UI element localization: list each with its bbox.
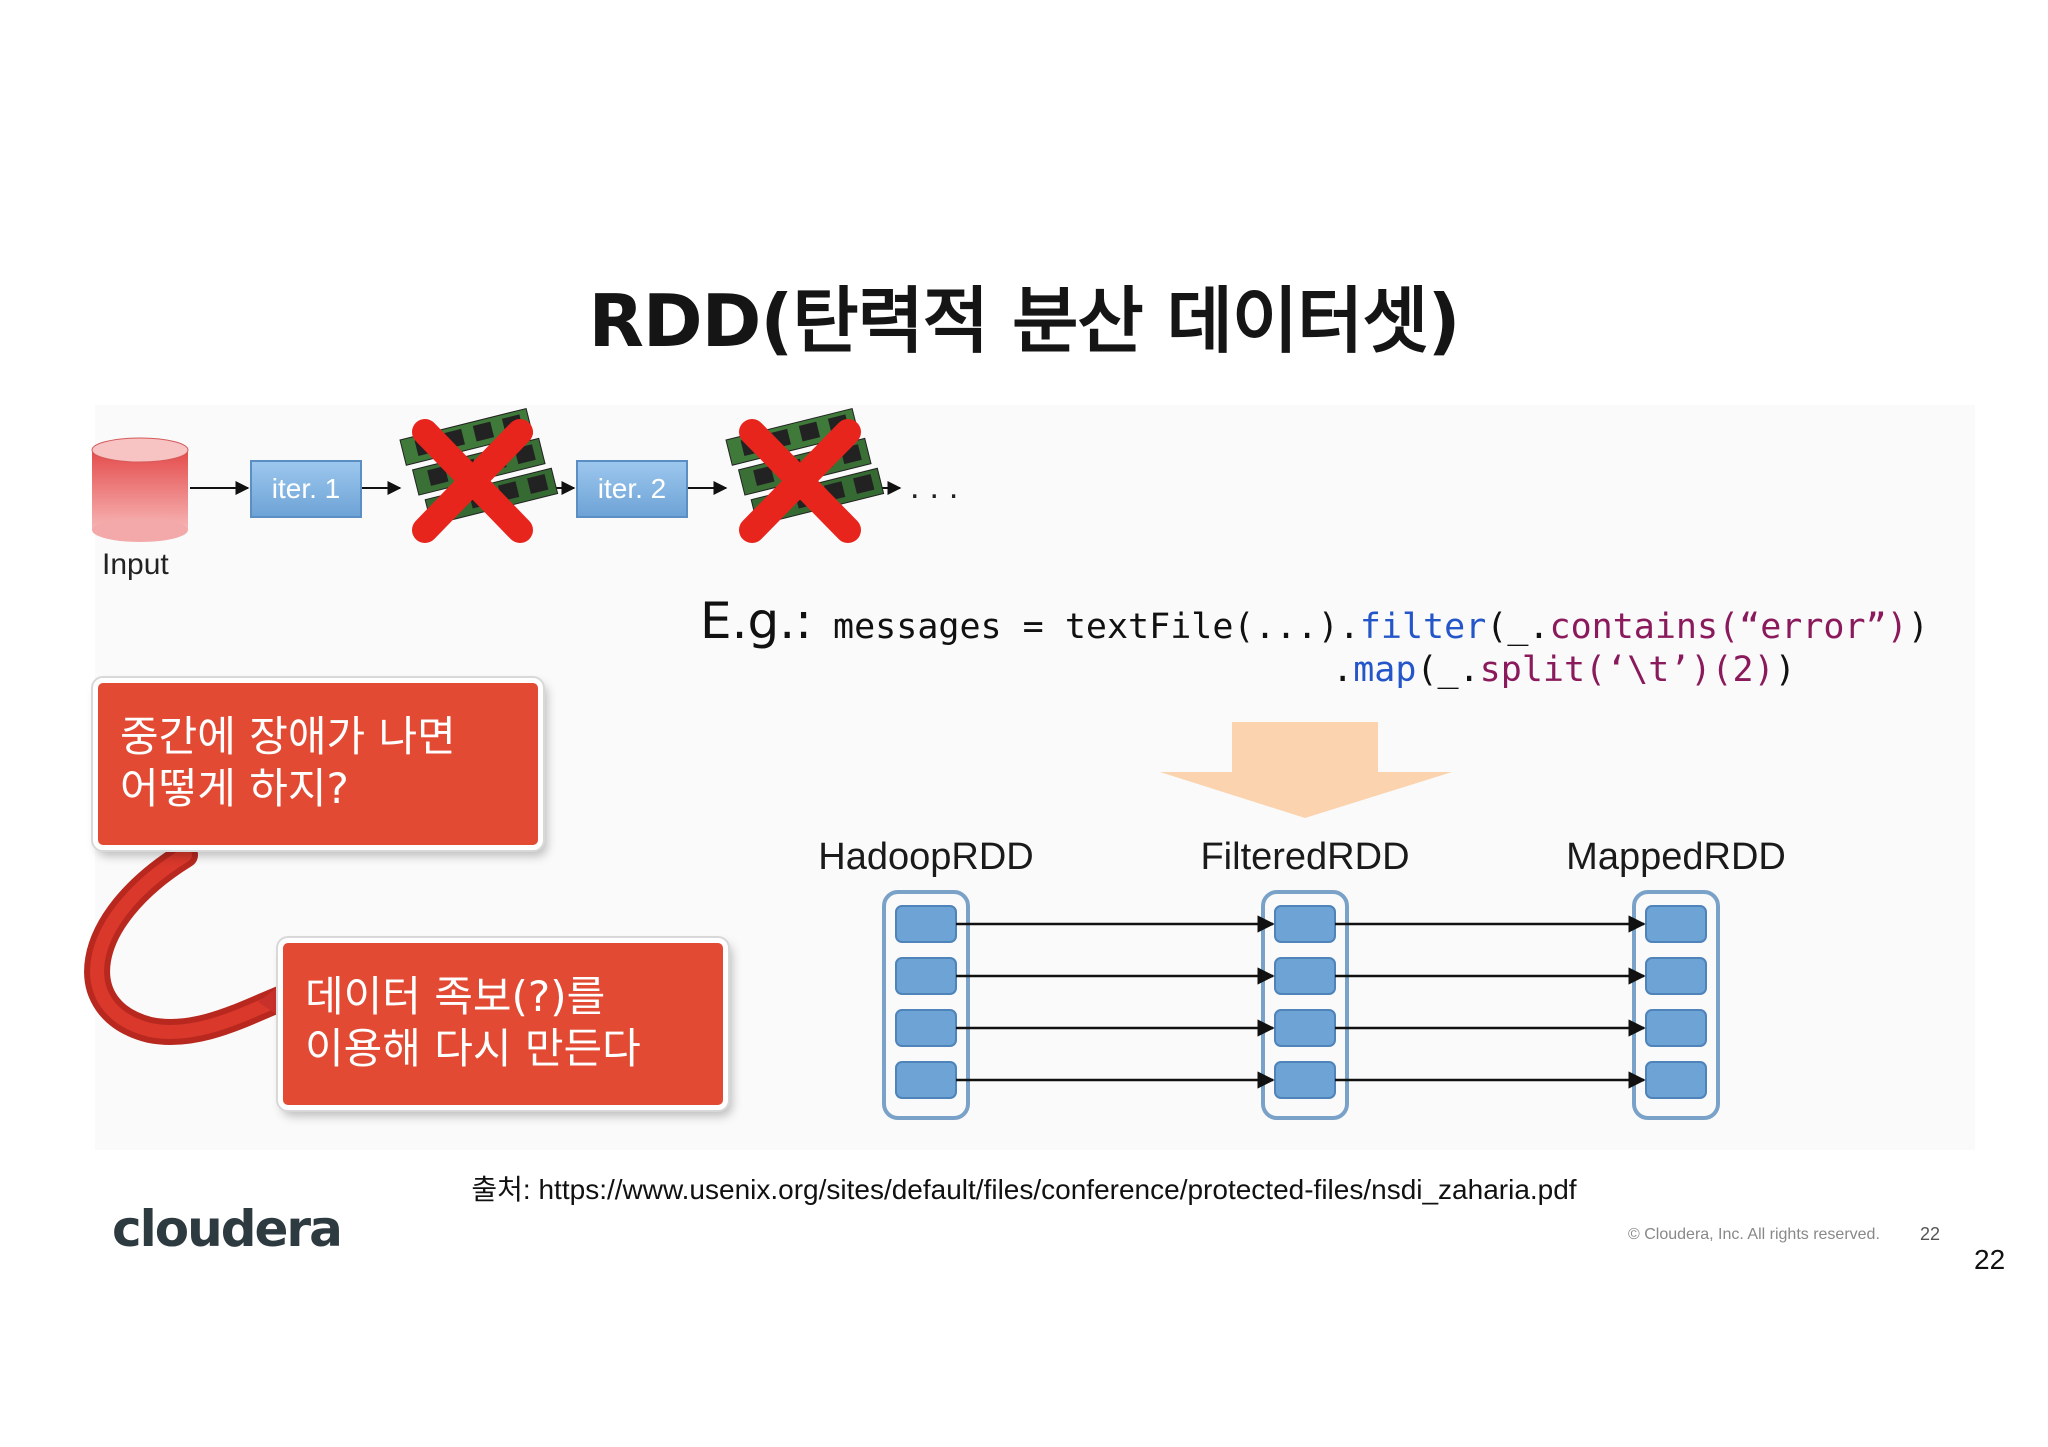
rdd-container xyxy=(1632,890,1720,1120)
partition-block xyxy=(1645,1009,1707,1047)
callout-line: 어떻게 하지? xyxy=(120,764,349,813)
cross-icon xyxy=(739,419,861,543)
callout-line: 이용해 다시 만든다 xyxy=(305,1024,641,1073)
input-database-icon xyxy=(91,437,189,542)
partition-block xyxy=(895,1009,957,1047)
rdd-label-filtered: FilteredRDD xyxy=(1200,836,1410,878)
code-prefix: E.g.: xyxy=(700,592,812,650)
input-label: Input xyxy=(102,548,169,581)
partition-block xyxy=(1274,957,1336,995)
curved-arrow-icon xyxy=(84,842,303,1045)
partition-block xyxy=(1645,957,1707,995)
source-citation: 출처: https://www.usenix.org/sites/default… xyxy=(471,1174,1577,1205)
cross-icon xyxy=(412,419,533,543)
lineage-answer-callout: 데이터 족보(?)를 이용해 다시 만든다 xyxy=(278,938,728,1110)
iter-1-box: iter. 1 xyxy=(250,460,362,518)
code-call: split(‘\t’)(2) xyxy=(1479,650,1775,690)
code-text: . xyxy=(1332,650,1354,690)
partition-block xyxy=(1645,905,1707,943)
code-text: (_. xyxy=(1486,607,1550,647)
page-number-footer: 22 xyxy=(1920,1224,1941,1244)
code-example: E.g.: messages = textFile(...).filter(_.… xyxy=(700,592,1929,690)
rdd-container xyxy=(882,890,970,1120)
partition-block xyxy=(1274,1061,1336,1099)
ellipsis: ... xyxy=(910,468,969,506)
partition-block xyxy=(895,957,957,995)
code-text: messages = textFile(...). xyxy=(811,607,1360,647)
iter-2-box: iter. 2 xyxy=(576,460,688,518)
failure-question-callout: 중간에 장애가 나면 어떻게 하지? xyxy=(93,678,543,850)
partition-block xyxy=(1645,1061,1707,1099)
rdd-lineage-diagram xyxy=(882,890,1720,1120)
callout-line: 중간에 장애가 나면 xyxy=(120,712,456,761)
memory-failure-icon xyxy=(725,407,885,543)
rdd-label-hadoop: HadoopRDD xyxy=(818,836,1034,878)
page-number: 22 xyxy=(1974,1244,2006,1275)
partition-block xyxy=(895,1061,957,1099)
partition-block xyxy=(1274,1009,1336,1047)
code-call: contains(“error”) xyxy=(1549,607,1908,647)
partition-block xyxy=(1274,905,1336,943)
code-text: ) xyxy=(1907,607,1929,647)
copyright: © Cloudera, Inc. All rights reserved. xyxy=(1628,1226,1880,1243)
cloudera-logo: cloudera xyxy=(112,1200,343,1258)
code-keyword: filter xyxy=(1359,607,1487,647)
code-text: ) xyxy=(1774,650,1796,690)
rdd-label-mapped: MappedRDD xyxy=(1566,836,1786,878)
partition-block xyxy=(895,905,957,943)
callout-line: 데이터 족보(?)를 xyxy=(305,972,606,1021)
down-arrow-icon xyxy=(1160,722,1452,818)
memory-failure-icon xyxy=(399,407,559,543)
rdd-container xyxy=(1261,890,1349,1120)
code-keyword: map xyxy=(1353,650,1417,690)
slide-title: RDD(탄력적 분산 데이터셋) xyxy=(588,279,1460,363)
code-text: (_. xyxy=(1416,650,1480,690)
